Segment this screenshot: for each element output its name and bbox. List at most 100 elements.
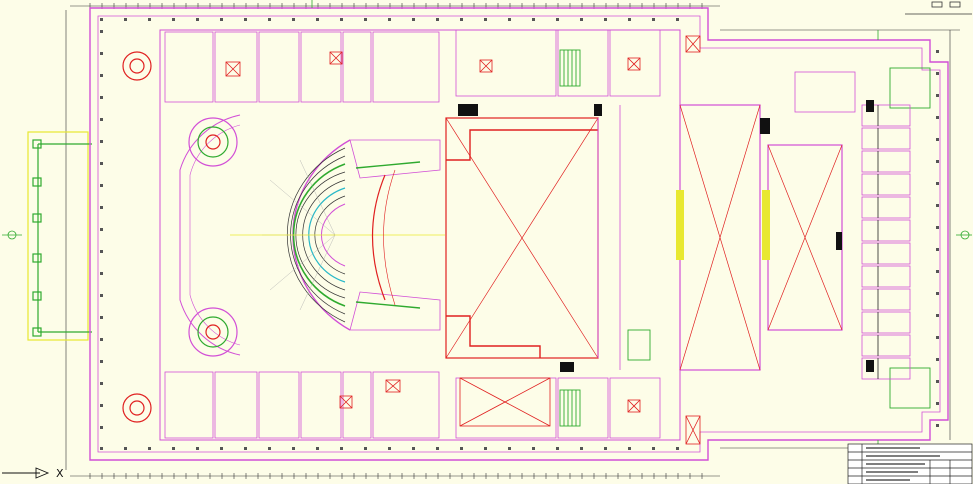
column bbox=[556, 447, 559, 450]
entrance-canopy bbox=[27, 131, 92, 341]
dressing-room bbox=[861, 334, 911, 357]
side-stages bbox=[619, 104, 843, 371]
column bbox=[936, 314, 939, 317]
column bbox=[532, 18, 535, 21]
column bbox=[936, 226, 939, 229]
x-axis-label: X bbox=[56, 467, 64, 480]
column bbox=[100, 382, 103, 385]
column bbox=[936, 292, 939, 295]
column bbox=[936, 138, 939, 141]
dressing-room bbox=[861, 357, 911, 380]
column bbox=[220, 18, 223, 21]
column bbox=[604, 447, 607, 450]
column bbox=[388, 447, 391, 450]
column bbox=[936, 72, 939, 75]
column bbox=[580, 447, 583, 450]
equipment-marks bbox=[225, 35, 701, 445]
column bbox=[508, 447, 511, 450]
column bbox=[100, 140, 103, 143]
dressing-room bbox=[861, 311, 911, 334]
column bbox=[936, 336, 939, 339]
column bbox=[100, 404, 103, 407]
column bbox=[100, 447, 103, 450]
dressing-room bbox=[861, 173, 911, 196]
column bbox=[676, 447, 679, 450]
column bbox=[936, 358, 939, 361]
column bbox=[676, 18, 679, 21]
column bbox=[268, 447, 271, 450]
column bbox=[196, 18, 199, 21]
column bbox=[268, 18, 271, 21]
column bbox=[460, 18, 463, 21]
dressing-room bbox=[861, 288, 911, 311]
column bbox=[100, 316, 103, 319]
column bbox=[936, 116, 939, 119]
x-axis-indicator: X bbox=[2, 467, 64, 480]
column bbox=[628, 18, 631, 21]
column bbox=[100, 118, 103, 121]
column bbox=[652, 18, 655, 21]
column bbox=[936, 160, 939, 163]
column bbox=[556, 18, 559, 21]
column bbox=[100, 426, 103, 429]
column bbox=[100, 360, 103, 363]
dimension-ticks-bottom bbox=[89, 473, 703, 479]
rooms-top-band bbox=[164, 29, 856, 113]
dressing-room bbox=[861, 219, 911, 242]
column bbox=[100, 228, 103, 231]
dressing-room bbox=[861, 127, 911, 150]
column bbox=[936, 424, 939, 427]
column bbox=[340, 447, 343, 450]
column bbox=[100, 74, 103, 77]
column bbox=[244, 447, 247, 450]
structural-columns bbox=[100, 18, 939, 450]
column bbox=[936, 204, 939, 207]
main-stage bbox=[445, 117, 599, 359]
column bbox=[532, 447, 535, 450]
column bbox=[220, 447, 223, 450]
dressing-room bbox=[861, 242, 911, 265]
column bbox=[100, 206, 103, 209]
column bbox=[100, 338, 103, 341]
column bbox=[604, 18, 607, 21]
column bbox=[484, 18, 487, 21]
column bbox=[100, 30, 103, 33]
dressing-room bbox=[861, 265, 911, 288]
dressing-room bbox=[861, 150, 911, 173]
column bbox=[936, 50, 939, 53]
rooms-bottom-band bbox=[164, 371, 661, 439]
column bbox=[412, 18, 415, 21]
column bbox=[148, 447, 151, 450]
black-fills bbox=[458, 100, 874, 372]
column bbox=[172, 447, 175, 450]
green-stairs bbox=[559, 49, 931, 427]
column bbox=[124, 18, 127, 21]
column bbox=[292, 447, 295, 450]
column bbox=[936, 380, 939, 383]
column bbox=[316, 447, 319, 450]
column bbox=[936, 248, 939, 251]
column bbox=[148, 18, 151, 21]
column bbox=[388, 18, 391, 21]
column bbox=[652, 447, 655, 450]
column bbox=[580, 18, 583, 21]
column bbox=[244, 18, 247, 21]
column bbox=[100, 250, 103, 253]
column bbox=[196, 447, 199, 450]
spiral-stairs bbox=[122, 51, 238, 423]
column bbox=[292, 18, 295, 21]
column bbox=[100, 96, 103, 99]
dressing-room bbox=[861, 196, 911, 219]
column bbox=[100, 294, 103, 297]
column bbox=[100, 272, 103, 275]
column bbox=[508, 18, 511, 21]
title-block bbox=[847, 443, 973, 484]
dressing-room bbox=[861, 104, 911, 127]
column bbox=[100, 162, 103, 165]
column bbox=[936, 270, 939, 273]
column bbox=[436, 447, 439, 450]
column bbox=[936, 182, 939, 185]
column bbox=[124, 447, 127, 450]
column bbox=[172, 18, 175, 21]
